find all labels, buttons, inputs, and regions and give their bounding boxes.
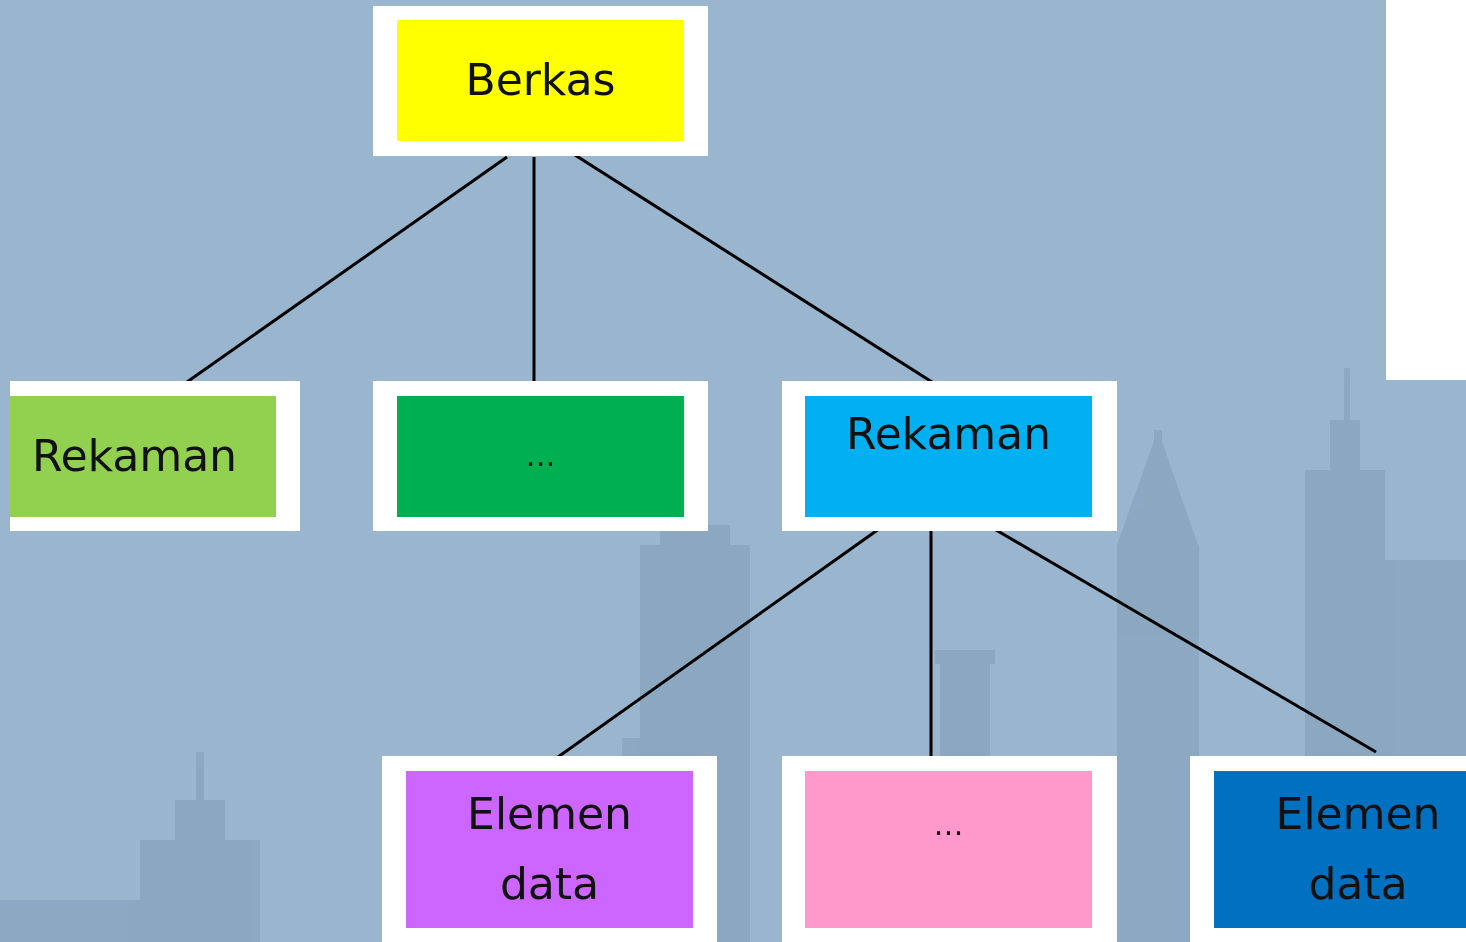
data-element-ellipsis: … (805, 771, 1092, 928)
record-node-ellipsis: … (397, 396, 684, 517)
edge-root-right (533, 127, 933, 384)
root-node-berkas: Berkas (397, 20, 684, 141)
edge-record-right (930, 490, 1377, 754)
edge-root-left (186, 155, 508, 384)
data-element-right: Elemen data (1214, 771, 1466, 928)
record-node-right: Rekaman (805, 396, 1092, 517)
white-panel (1386, 0, 1466, 380)
edge-record-left (557, 490, 932, 759)
record-node-left: Rekaman (10, 396, 276, 517)
data-element-left: Elemen data (406, 771, 693, 928)
